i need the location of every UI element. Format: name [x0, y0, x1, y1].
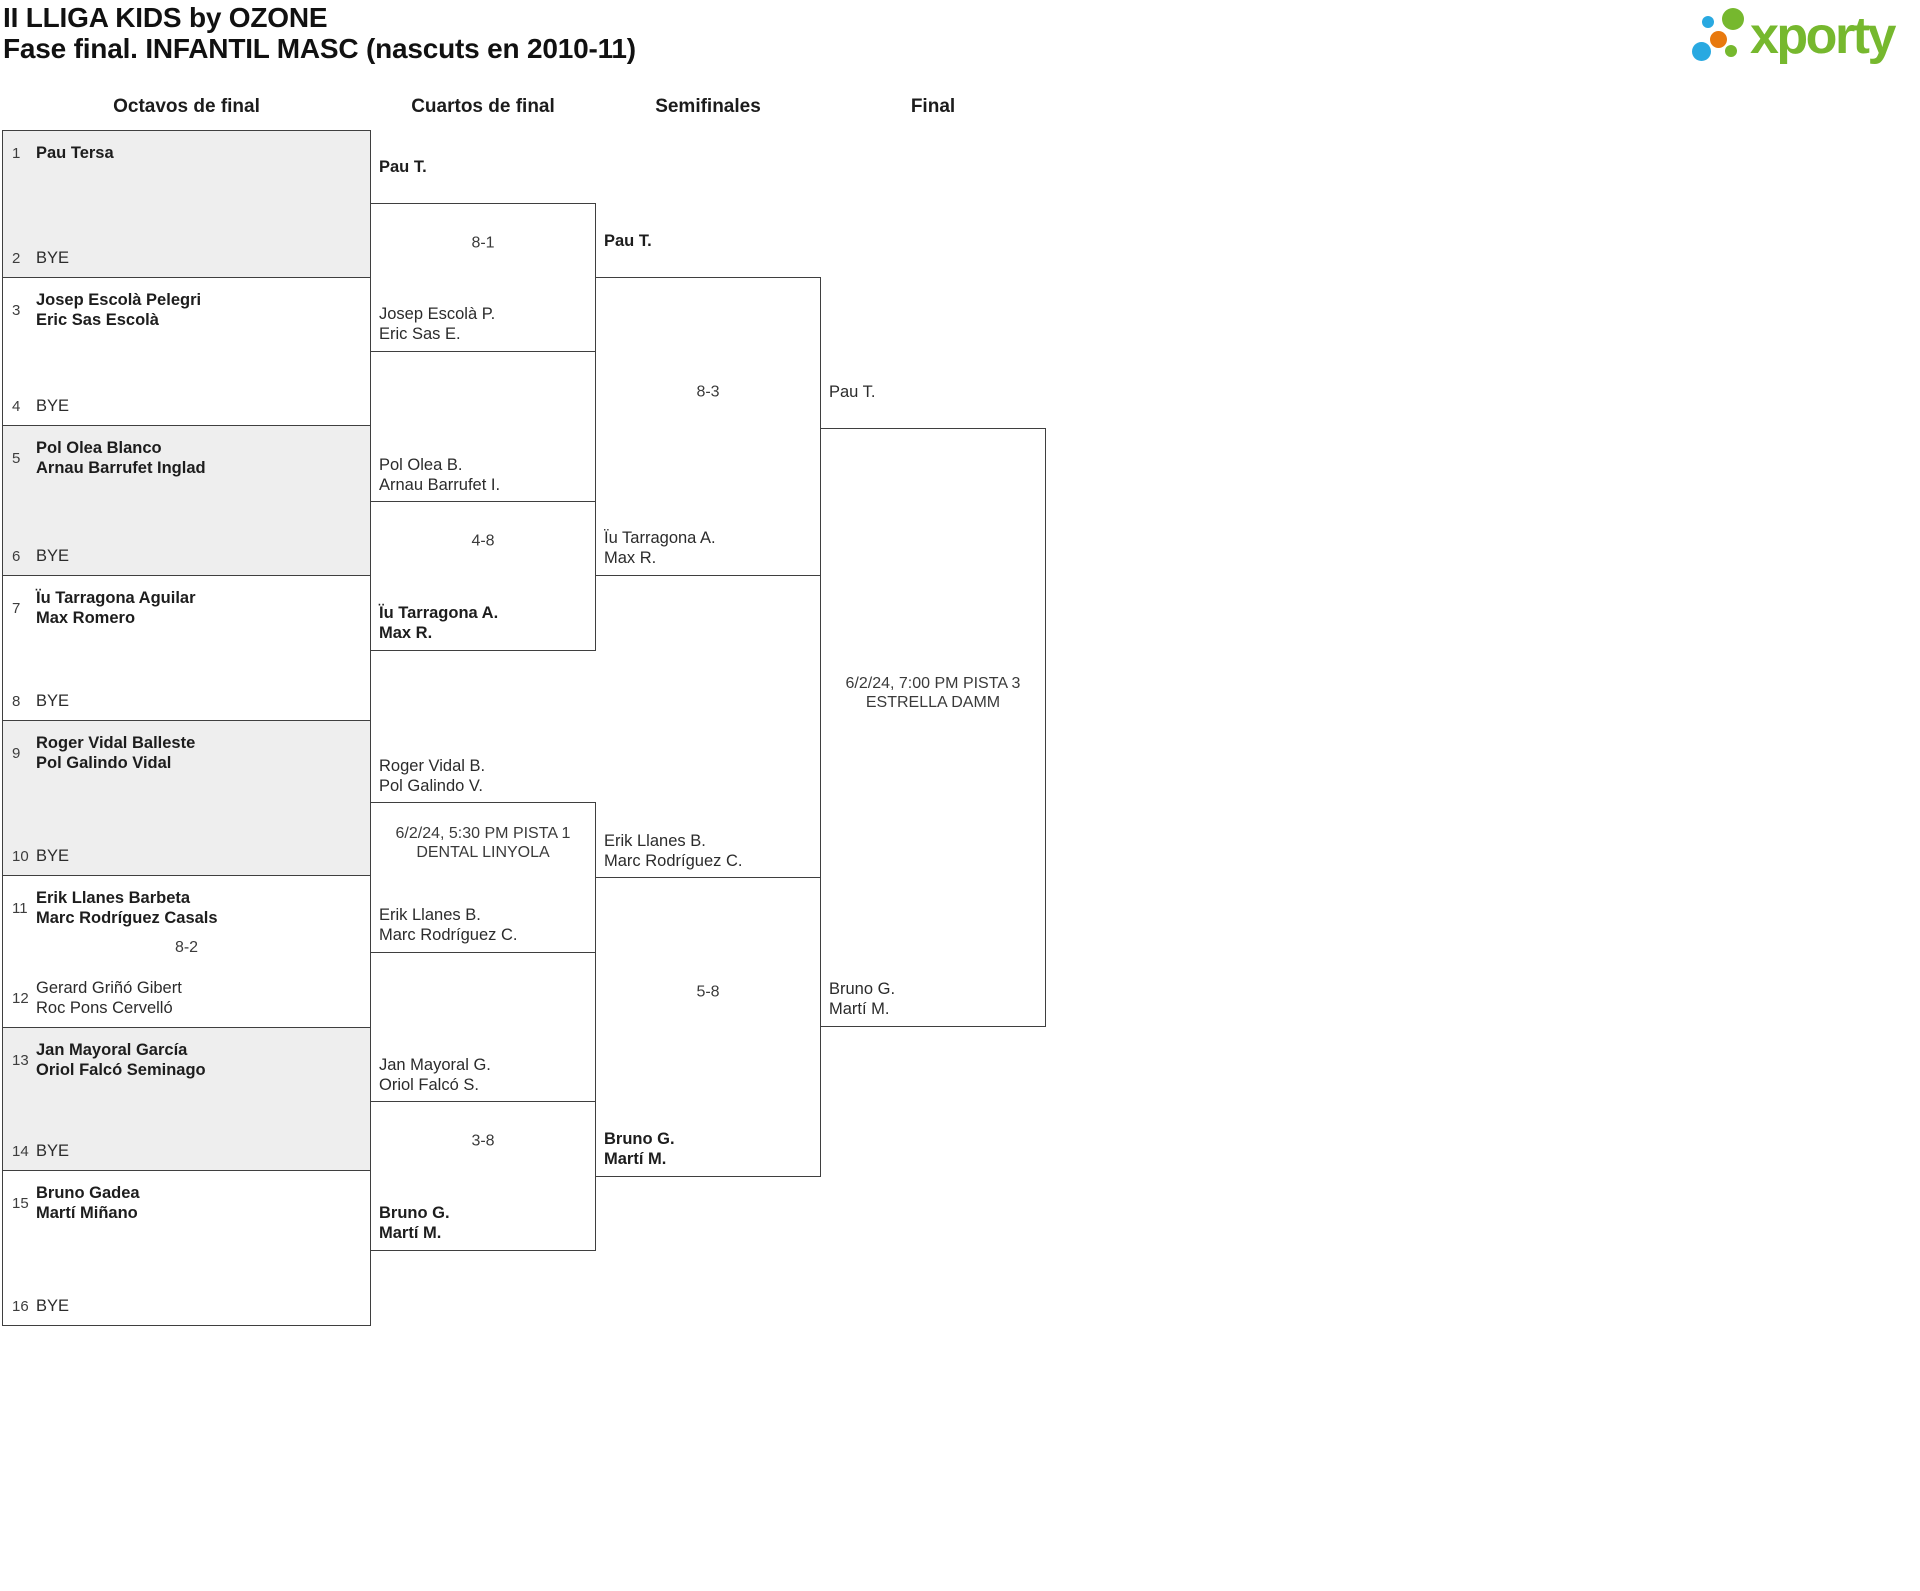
team-name: Erik Llanes Barbeta Marc Rodríguez Casal…: [36, 889, 218, 927]
team-name: Bruno G. Martí M.: [604, 1130, 675, 1168]
team-slot: 13 Jan Mayoral García Oriol Falcó Semina…: [12, 1040, 364, 1080]
logo-dot-blue-small-icon: [1702, 16, 1714, 28]
team-slot: 12 Gerard Griñó Gibert Roc Pons Cervelló: [12, 978, 364, 1018]
header: II LLIGA KIDS by OZONE Fase final. INFAN…: [3, 2, 636, 64]
team-slot: 8 BYE: [12, 691, 364, 711]
match-score: 4-8: [471, 532, 495, 550]
team-slot: 9 Roger Vidal Balleste Pol Galindo Vidal: [12, 733, 364, 773]
seed-number: 11: [12, 899, 28, 917]
team-slot: 1 Pau Tersa: [12, 143, 364, 163]
match-score: 8-2: [174, 938, 199, 956]
column-header-octavos: Octavos de final: [113, 96, 260, 117]
team-name: BYE: [36, 1142, 70, 1160]
logo-dot-green-large-icon: [1722, 8, 1744, 30]
seed-number: 1: [12, 144, 21, 162]
team-name: Pau T.: [379, 158, 427, 176]
team-slot: 16 BYE: [12, 1296, 364, 1316]
match-schedule: 6/2/24, 5:30 PM PISTA 1 DENTAL LINYOLA: [395, 824, 571, 861]
team-name: Pau T.: [829, 383, 876, 401]
team-name: Erik Llanes B. Marc Rodríguez C.: [604, 832, 743, 870]
match-schedule: 6/2/24, 7:00 PM PISTA 3 ESTRELLA DAMM: [845, 674, 1021, 711]
team-name: Josep Escolà P. Eric Sas E.: [379, 305, 496, 343]
match-cuartos-1: Pau T. 8-1 Josep Escolà P. Eric Sas E.: [370, 158, 596, 352]
team-name: Pau Tersa: [36, 144, 114, 162]
seed-number: 4: [12, 397, 21, 415]
team-name: Jan Mayoral G. Oriol Falcó S.: [379, 1056, 491, 1094]
team-name: Pau T.: [604, 232, 652, 250]
seed-number: 10: [12, 847, 29, 865]
team-name: BYE: [36, 547, 70, 565]
match-octavos-6: 11 Erik Llanes Barbeta Marc Rodríguez Ca…: [2, 875, 371, 1028]
seed-number: 15: [12, 1194, 29, 1212]
match-octavos-5: 9 Roger Vidal Balleste Pol Galindo Vidal…: [2, 720, 371, 876]
match-octavos-4: 7 Ïu Tarragona Aguilar Max Romero 8 BYE: [2, 575, 371, 721]
team-slot: 4 BYE: [12, 396, 364, 416]
page-subtitle: Fase final. INFANTIL MASC (nascuts en 20…: [3, 33, 636, 64]
team-slot: 14 BYE: [12, 1141, 364, 1161]
team-name: Roger Vidal Balleste Pol Galindo Vidal: [36, 734, 196, 772]
team-name: BYE: [36, 249, 70, 267]
team-slot: 11 Erik Llanes Barbeta Marc Rodríguez Ca…: [12, 888, 364, 928]
seed-number: 13: [12, 1051, 29, 1069]
team-slot: 15 Bruno Gadea Martí Miñano: [12, 1183, 364, 1223]
team-name: Josep Escolà Pelegri Eric Sas Escolà: [36, 291, 202, 329]
column-header-semifinales: Semifinales: [655, 96, 761, 117]
team-name: BYE: [36, 692, 70, 710]
team-name: BYE: [36, 847, 70, 865]
seed-number: 2: [12, 249, 21, 267]
seed-number: 7: [12, 599, 21, 617]
match-score: 8-1: [471, 234, 495, 251]
seed-number: 5: [12, 449, 21, 467]
team-name: Ïu Tarragona A. Max R.: [604, 529, 716, 567]
match-cuartos-2: Pol Olea B. Arnau Barrufet I. 4-8 Ïu Tar…: [370, 456, 596, 651]
match-octavos-3: 5 Pol Olea Blanco Arnau Barrufet Inglad …: [2, 425, 371, 576]
team-slot: 10 BYE: [12, 846, 364, 866]
team-name: Pol Olea Blanco Arnau Barrufet Inglad: [36, 439, 206, 477]
match-octavos-7: 13 Jan Mayoral García Oriol Falcó Semina…: [2, 1027, 371, 1171]
team-name: Gerard Griñó Gibert Roc Pons Cervelló: [36, 979, 182, 1017]
match-cuartos-4: Jan Mayoral G. Oriol Falcó S. 3-8 Bruno …: [370, 1056, 596, 1251]
logo-dot-orange-icon: [1710, 31, 1727, 48]
match-score: 8-3: [696, 383, 720, 400]
seed-number: 6: [12, 547, 21, 565]
match-octavos-8: 15 Bruno Gadea Martí Miñano 16 BYE: [2, 1170, 371, 1326]
page-title: II LLIGA KIDS by OZONE: [3, 2, 328, 33]
seed-number: 12: [12, 989, 29, 1007]
logo-dot-green-small-icon: [1725, 45, 1737, 57]
column-header-cuartos: Cuartos de final: [411, 96, 555, 117]
seed-number: 8: [12, 692, 21, 710]
match-score: 5-8: [696, 983, 720, 1001]
team-name: Pol Olea B. Arnau Barrufet I.: [379, 456, 501, 494]
logo-wordmark: xporty: [1750, 7, 1896, 65]
logo-dot-blue-large-icon: [1692, 42, 1711, 61]
seed-number: 14: [12, 1142, 29, 1160]
team-name: Ïu Tarragona Aguilar Max Romero: [36, 589, 196, 627]
match-octavos-1: 1 Pau Tersa 2 BYE: [2, 130, 371, 278]
team-slot: 3 Josep Escolà Pelegri Eric Sas Escolà: [12, 290, 364, 330]
team-name: BYE: [36, 1297, 70, 1315]
match-semifinal-2: Erik Llanes B. Marc Rodríguez C. 5-8 Bru…: [595, 832, 821, 1177]
team-slot: 7 Ïu Tarragona Aguilar Max Romero: [12, 588, 364, 628]
seed-number: 3: [12, 301, 21, 319]
team-name: BYE: [36, 397, 70, 415]
match-semifinal-1: Pau T. 8-3 Ïu Tarragona A. Max R.: [595, 232, 821, 576]
team-slot: 6 BYE: [12, 546, 364, 566]
match-score: 3-8: [471, 1132, 495, 1150]
match-cuartos-3: Roger Vidal B. Pol Galindo V. 6/2/24, 5:…: [370, 757, 596, 953]
seed-number: 16: [12, 1297, 29, 1315]
team-slot: 2 BYE: [12, 248, 364, 268]
team-slot: 5 Pol Olea Blanco Arnau Barrufet Inglad: [12, 438, 364, 478]
match-final: Pau T. 6/2/24, 7:00 PM PISTA 3 ESTRELLA …: [820, 383, 1046, 1027]
match-octavos-2: 3 Josep Escolà Pelegri Eric Sas Escolà 4…: [2, 277, 371, 426]
team-name: Erik Llanes B. Marc Rodríguez C.: [379, 906, 518, 944]
column-header-final: Final: [910, 96, 956, 117]
team-name: Roger Vidal B. Pol Galindo V.: [379, 757, 486, 795]
team-name: Bruno Gadea Martí Miñano: [36, 1184, 140, 1222]
seed-number: 9: [12, 744, 21, 762]
team-name: Bruno G. Martí M.: [379, 1204, 450, 1242]
team-name: Jan Mayoral García Oriol Falcó Seminago: [36, 1041, 206, 1079]
team-name: Ïu Tarragona A. Max R.: [379, 604, 499, 642]
team-name: Bruno G. Martí M.: [829, 980, 896, 1018]
